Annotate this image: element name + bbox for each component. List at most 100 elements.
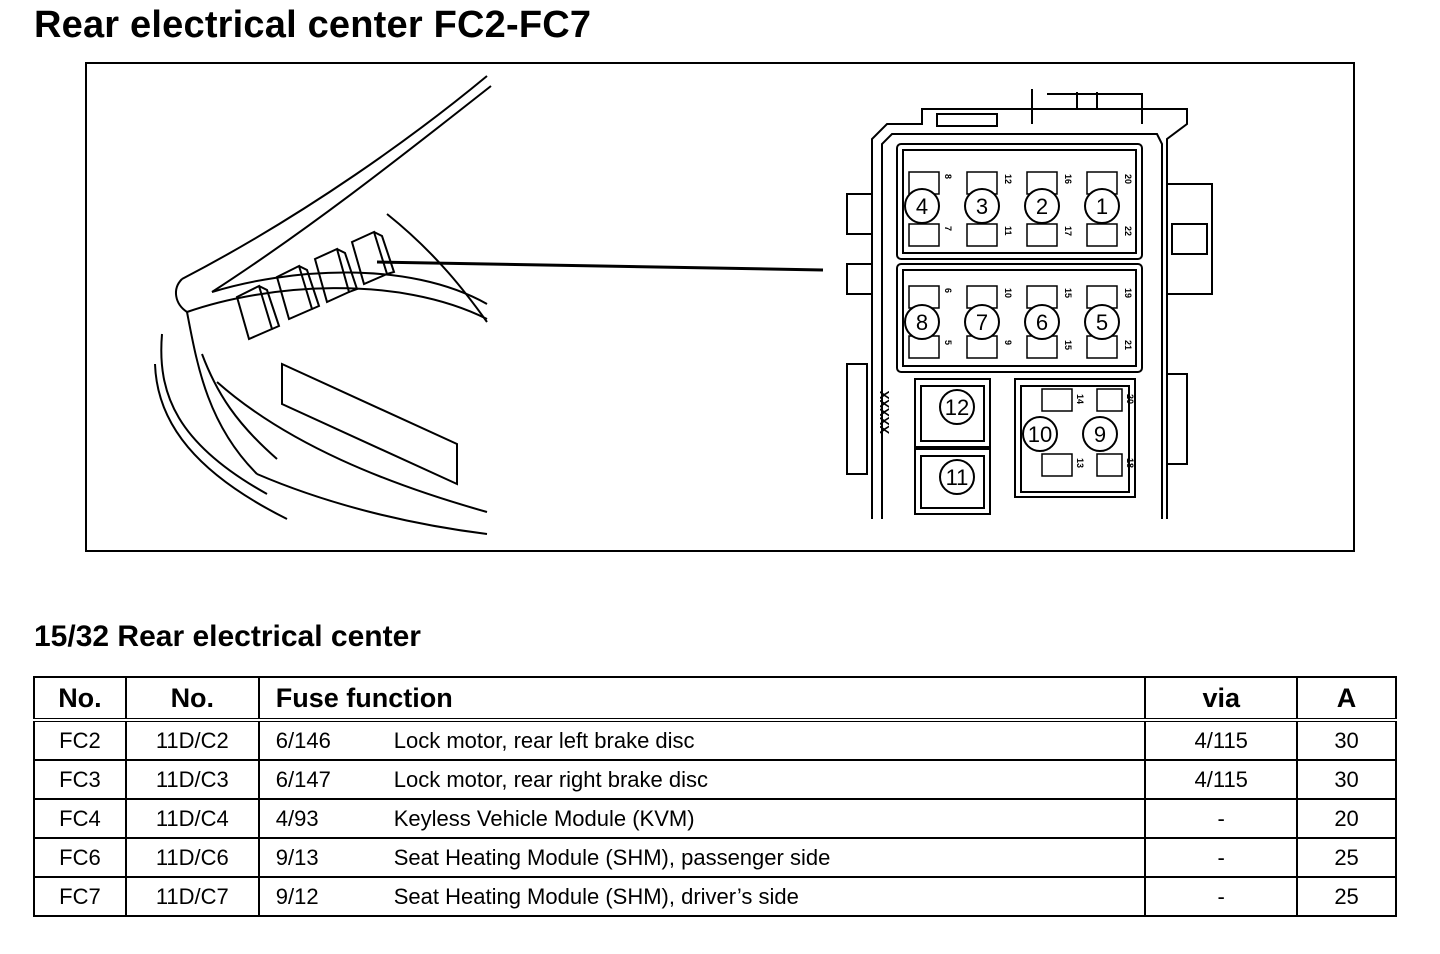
fuse-marker-label: 12 bbox=[945, 395, 969, 420]
cell-connector: 11D/C3 bbox=[124, 759, 260, 800]
header-no-connector: No. bbox=[124, 676, 260, 722]
cell-amperage: 25 bbox=[1296, 837, 1397, 878]
cell-connector: 11D/C4 bbox=[124, 798, 260, 839]
cell-fuse-number: FC6 bbox=[33, 837, 127, 878]
fuse-box-outline bbox=[846, 89, 1213, 519]
pointer-line bbox=[376, 260, 824, 272]
terminal-label: 15 bbox=[1063, 288, 1073, 298]
terminal-label: 14 bbox=[1075, 394, 1085, 404]
cell-via: - bbox=[1144, 837, 1299, 878]
terminal-label: 6 bbox=[943, 288, 953, 293]
fuse-marker-circle bbox=[964, 188, 1000, 224]
car-trunk-sketch bbox=[154, 75, 824, 535]
cell-function-text: Keyless Vehicle Module (KVM) bbox=[393, 805, 695, 831]
fuse-marker-circle bbox=[1024, 188, 1060, 224]
cell-via: - bbox=[1144, 798, 1299, 839]
fuse-modules-sketch bbox=[235, 230, 396, 341]
fuse-marker-5: 5 bbox=[1084, 304, 1120, 340]
cell-function-code: 6/147 bbox=[275, 766, 331, 792]
terminal-label: 8 bbox=[943, 174, 953, 179]
terminal-label: 10 bbox=[1003, 288, 1013, 298]
section-title: 15/32 Rear electrical center bbox=[34, 620, 421, 653]
cell-connector: 11D/C2 bbox=[124, 719, 260, 761]
cell-fuse-number: FC4 bbox=[33, 798, 127, 839]
fuse-marker-3: 3 bbox=[964, 188, 1000, 224]
terminal-label: 19 bbox=[1123, 288, 1133, 298]
cell-fuse-function: 9/13 Seat Heating Module (SHM), passenger… bbox=[257, 837, 1147, 878]
cell-fuse-function: 4/93 Keyless Vehicle Module (KVM) bbox=[257, 798, 1147, 839]
fuse-marker-circle bbox=[904, 304, 940, 340]
cell-fuse-function: 6/147 Lock motor, rear right brake disc bbox=[257, 759, 1147, 800]
cell-connector: 11D/C6 bbox=[124, 837, 260, 878]
fuse-marker-label: 5 bbox=[1096, 310, 1108, 335]
terminal-label: 12 bbox=[1003, 174, 1013, 184]
fuse-marker-circle bbox=[1084, 188, 1120, 224]
terminal-label: 16 bbox=[1063, 174, 1073, 184]
terminal-label: 20 bbox=[1125, 394, 1135, 404]
cell-fuse-number: FC7 bbox=[33, 876, 127, 917]
fuse-marker-4: 4 bbox=[904, 188, 940, 224]
terminal-label: 5 bbox=[943, 340, 953, 345]
cell-function-text: Lock motor, rear right brake disc bbox=[393, 766, 708, 792]
terminal-label: 11 bbox=[1003, 226, 1013, 236]
cell-function-code: 9/12 bbox=[275, 883, 319, 909]
cell-function-text: Seat Heating Module (SHM), passenger sid… bbox=[393, 844, 831, 870]
fuse-marker-label: 4 bbox=[916, 194, 928, 219]
fuse-marker-label: 3 bbox=[976, 194, 988, 219]
header-amperage: A bbox=[1296, 676, 1397, 722]
cell-amperage: 30 bbox=[1296, 719, 1397, 761]
cell-function-code: 4/93 bbox=[275, 805, 319, 831]
cell-via: 4/115 bbox=[1144, 719, 1299, 761]
cell-fuse-number: FC3 bbox=[33, 759, 127, 800]
fuse-marker-1: 1 bbox=[1084, 188, 1120, 224]
terminal-label: 7 bbox=[943, 226, 953, 231]
fuse-marker-circle bbox=[939, 459, 975, 495]
cell-function-text: Seat Heating Module (SHM), driver’s side bbox=[393, 883, 799, 909]
fuse-marker-12: 12 bbox=[939, 389, 975, 425]
terminal-label: 21 bbox=[1123, 340, 1133, 350]
fuse-marker-label: 7 bbox=[976, 310, 988, 335]
fuse-marker-6: 6 bbox=[1024, 304, 1060, 340]
fuse-marker-circle bbox=[1082, 416, 1118, 452]
fuse-marker-label: 1 bbox=[1096, 194, 1108, 219]
cell-amperage: 30 bbox=[1296, 759, 1397, 800]
fuse-marker-circle bbox=[964, 304, 1000, 340]
header-no: No. bbox=[33, 676, 127, 722]
terminal-label: 20 bbox=[1123, 174, 1133, 184]
fuse-marker-11: 11 bbox=[939, 459, 975, 495]
terminal-label: 13 bbox=[1075, 458, 1085, 468]
fuse-marker-label: 8 bbox=[916, 310, 928, 335]
page-title: Rear electrical center FC2-FC7 bbox=[34, 4, 592, 46]
fuse-marker-circle bbox=[1022, 416, 1058, 452]
terminal-label: 22 bbox=[1123, 226, 1133, 236]
fuse-marker-circle bbox=[939, 389, 975, 425]
fuse-marker-label: 10 bbox=[1028, 422, 1052, 447]
fuse-marker-2: 2 bbox=[1024, 188, 1060, 224]
fuse-marker-label: 11 bbox=[946, 465, 969, 490]
cell-function-code: 6/146 bbox=[275, 727, 331, 753]
table-header-row: No. No. Fuse function via A bbox=[33, 676, 1397, 722]
fuse-marker-circle bbox=[1084, 304, 1120, 340]
header-fuse-function: Fuse function bbox=[257, 676, 1147, 722]
cell-amperage: 25 bbox=[1296, 876, 1397, 917]
terminal-label: 15 bbox=[1063, 340, 1073, 350]
fuse-marker-label: 6 bbox=[1036, 310, 1048, 335]
cell-via: - bbox=[1144, 876, 1299, 917]
terminal-label: 9 bbox=[1003, 340, 1013, 345]
terminal-label: 18 bbox=[1125, 458, 1135, 468]
fuse-marker-label: 9 bbox=[1094, 422, 1106, 447]
housing-marking: XXXXX bbox=[877, 390, 892, 434]
cell-connector: 11D/C7 bbox=[124, 876, 260, 917]
cell-function-code: 9/13 bbox=[275, 844, 319, 870]
fuse-marker-label: 2 bbox=[1036, 194, 1048, 219]
